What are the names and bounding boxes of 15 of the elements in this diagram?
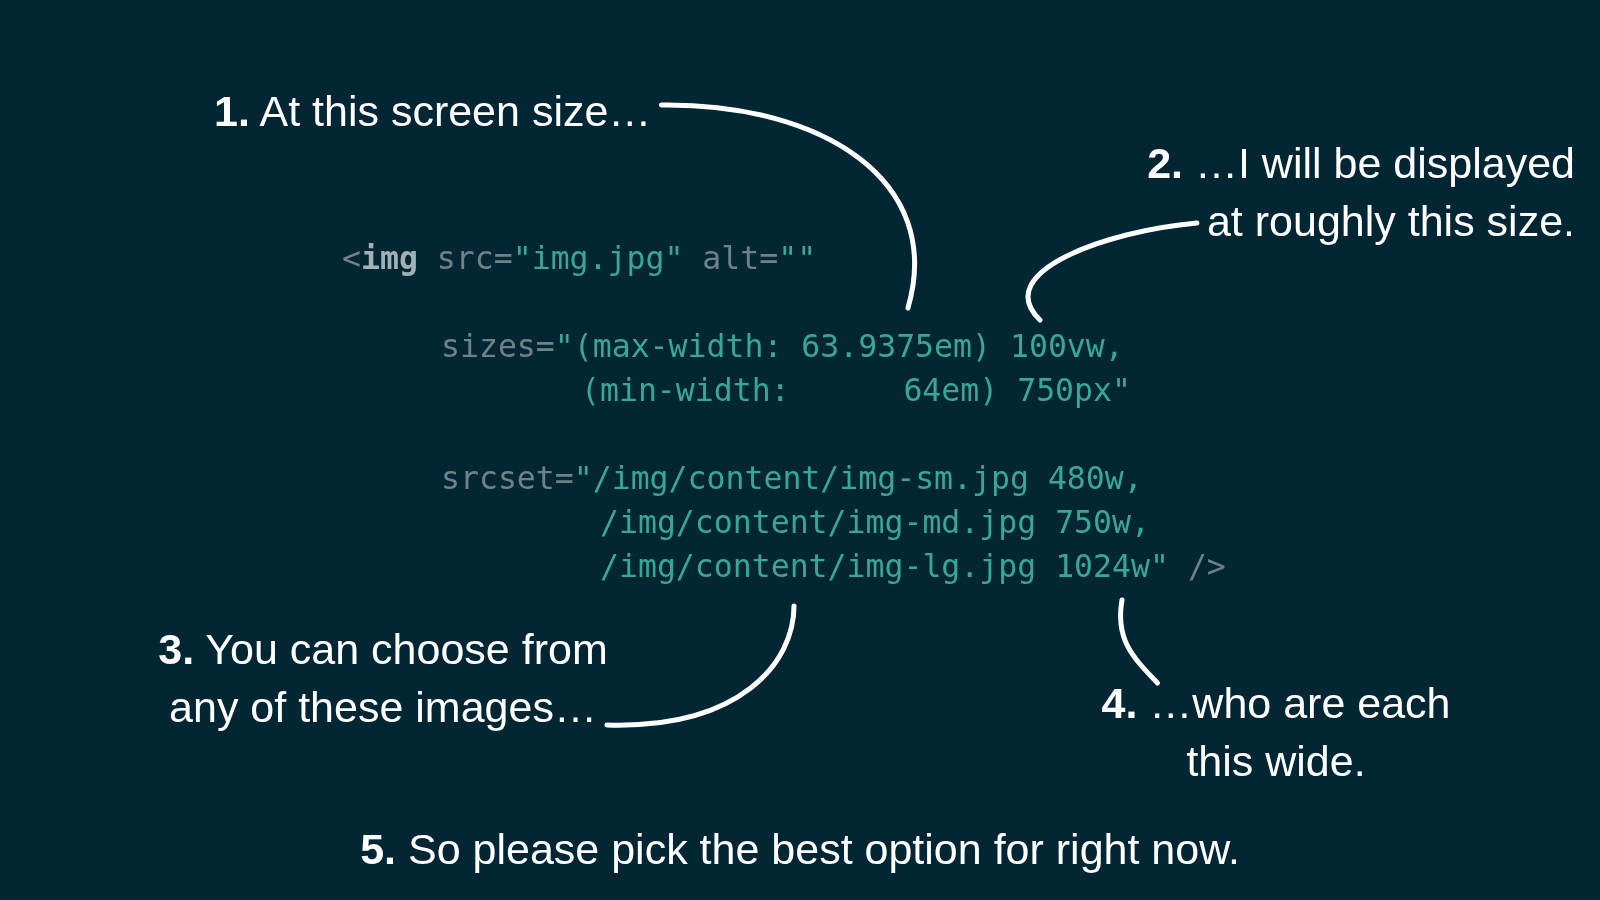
- callout-text: 4. …who are each this wide.: [1076, 674, 1476, 790]
- code-line: (min-width: 64em) 750px": [581, 371, 1131, 410]
- code-line: srcset="/img/content/img-sm.jpg 480w,: [441, 459, 1143, 498]
- code-line: /img/content/img-lg.jpg 1024w" />: [600, 547, 1226, 586]
- leader-line: [1118, 597, 1160, 686]
- leader-line: [604, 603, 797, 728]
- code-line: /img/content/img-md.jpg 750w,: [600, 503, 1150, 542]
- callout-text: 3. You can choose from any of these images…: [128, 620, 638, 736]
- code-line: sizes="(max-width: 63.9375em) 100vw,: [441, 327, 1124, 366]
- code-line: <img src="img.jpg" alt="": [342, 239, 817, 278]
- callout-text: 1. At this screen size…: [214, 82, 734, 140]
- leader-line: [658, 102, 917, 311]
- leader-line: [1025, 220, 1200, 323]
- callout-text: 2. …I will be displayed at roughly this size.: [1120, 134, 1575, 250]
- summary-text: 5. So please pick the best option for right now.: [359, 824, 1241, 875]
